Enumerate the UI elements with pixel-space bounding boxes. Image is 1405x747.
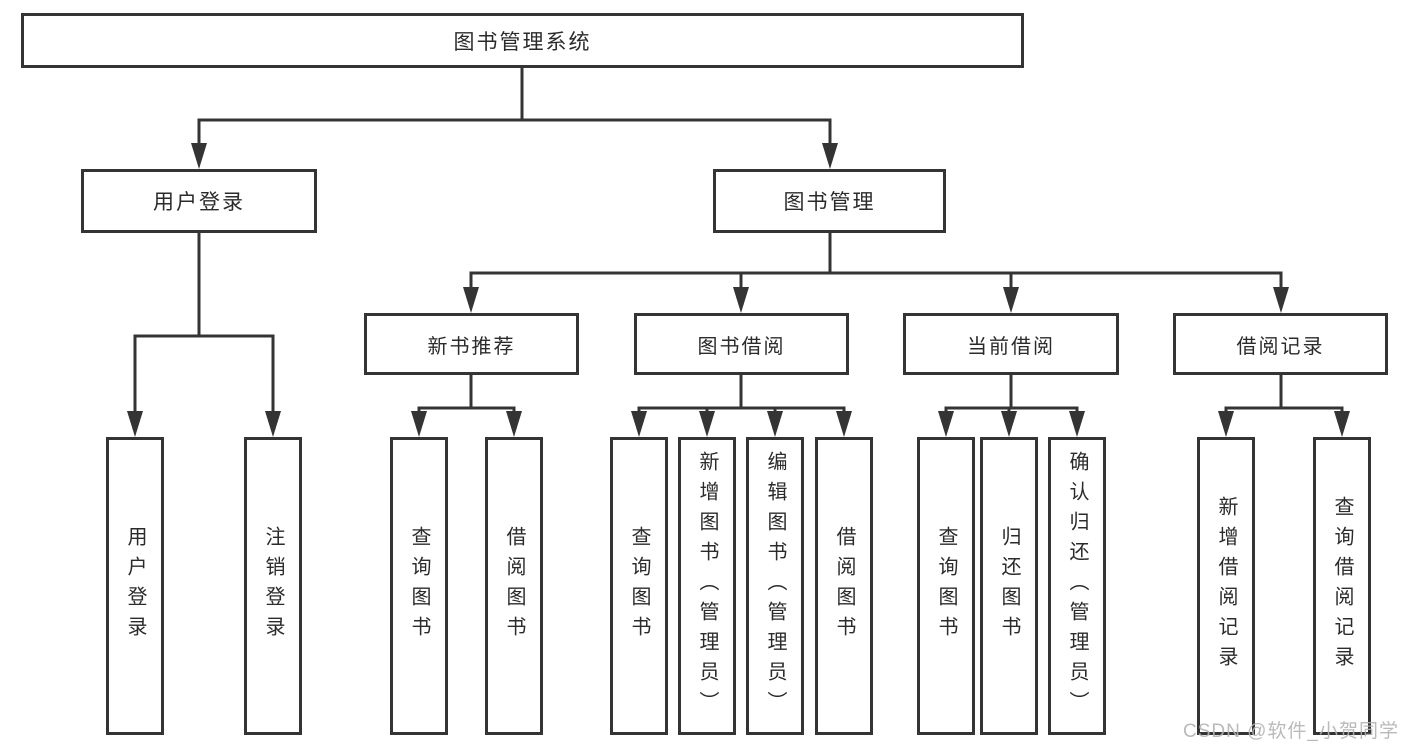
connector-bookmgmt-to-level3 [469,231,1283,291]
node-current-borrow: 当前借阅 [903,313,1119,375]
node-borrow-record: 借阅记录 [1173,313,1388,375]
connector-newbook-to-leaves [417,373,516,415]
connector-root-to-level2 [197,66,832,147]
leaf-add-borrow-record: 新增借阅记录 [1197,437,1255,735]
node-book-management: 图书管理 [713,169,946,233]
arrowheads-newbook-leaves [411,411,522,437]
leaf-borrow-book: 借阅图书 [815,437,873,735]
leaf-return-book: 归还图书 [980,437,1038,735]
connector-bookborrow-to-leaves [637,373,846,415]
leaf-return-book-label: 归还图书 [998,526,1020,646]
leaf-query-book-current-label: 查询图书 [935,526,957,646]
leaf-add-borrow-record-label: 新增借阅记录 [1215,496,1237,676]
node-new-book-recommend: 新书推荐 [364,313,579,375]
leaf-logout: 注销登录 [244,437,302,735]
leaf-query-borrow-record-label: 查询借阅记录 [1331,496,1353,676]
leaf-query-book-borrow: 查询图书 [610,437,668,735]
leaf-edit-book-admin-label: 编辑图书（管理员） [764,451,786,721]
leaf-confirm-return-admin-label: 确认归还（管理员） [1066,451,1088,721]
leaf-query-book-borrow-label: 查询图书 [628,526,650,646]
arrowheads-level2 [191,143,838,169]
leaf-logout-label: 注销登录 [262,526,284,646]
leaf-borrow-book-recommend: 借阅图书 [485,437,543,735]
leaf-edit-book-admin: 编辑图书（管理员） [746,437,804,735]
arrowheads-userlogin-leaves [127,411,281,437]
node-book-borrow: 图书借阅 [634,313,849,375]
leaf-confirm-return-admin: 确认归还（管理员） [1048,437,1106,735]
leaf-query-book-recommend-label: 查询图书 [408,526,430,646]
connector-borrowrecord-to-leaves [1224,373,1344,415]
leaf-query-borrow-record: 查询借阅记录 [1313,437,1371,735]
arrowheads-level3 [463,287,1289,313]
connector-currentborrow-to-leaves [944,373,1079,415]
leaf-user-login: 用户登录 [106,437,164,735]
arrowheads-borrowrecord-leaves [1218,411,1350,437]
watermark: CSDN @软件_小贺同学 [1183,721,1399,742]
leaf-query-book-recommend: 查询图书 [390,437,448,735]
leaf-add-book-admin: 新增图书（管理员） [678,437,736,735]
leaf-borrow-book-label: 借阅图书 [833,526,855,646]
leaf-borrow-book-recommend-label: 借阅图书 [503,526,525,646]
arrowheads-bookborrow-leaves [631,411,852,437]
leaf-user-login-label: 用户登录 [124,526,146,646]
node-root: 图书管理系统 [21,13,1024,68]
leaf-query-book-current: 查询图书 [917,437,975,735]
node-user-login: 用户登录 [81,169,317,233]
arrowheads-currentborrow-leaves [938,411,1085,437]
leaf-add-book-admin-label: 新增图书（管理员） [696,451,718,721]
connector-userlogin-to-leaves [133,231,275,415]
